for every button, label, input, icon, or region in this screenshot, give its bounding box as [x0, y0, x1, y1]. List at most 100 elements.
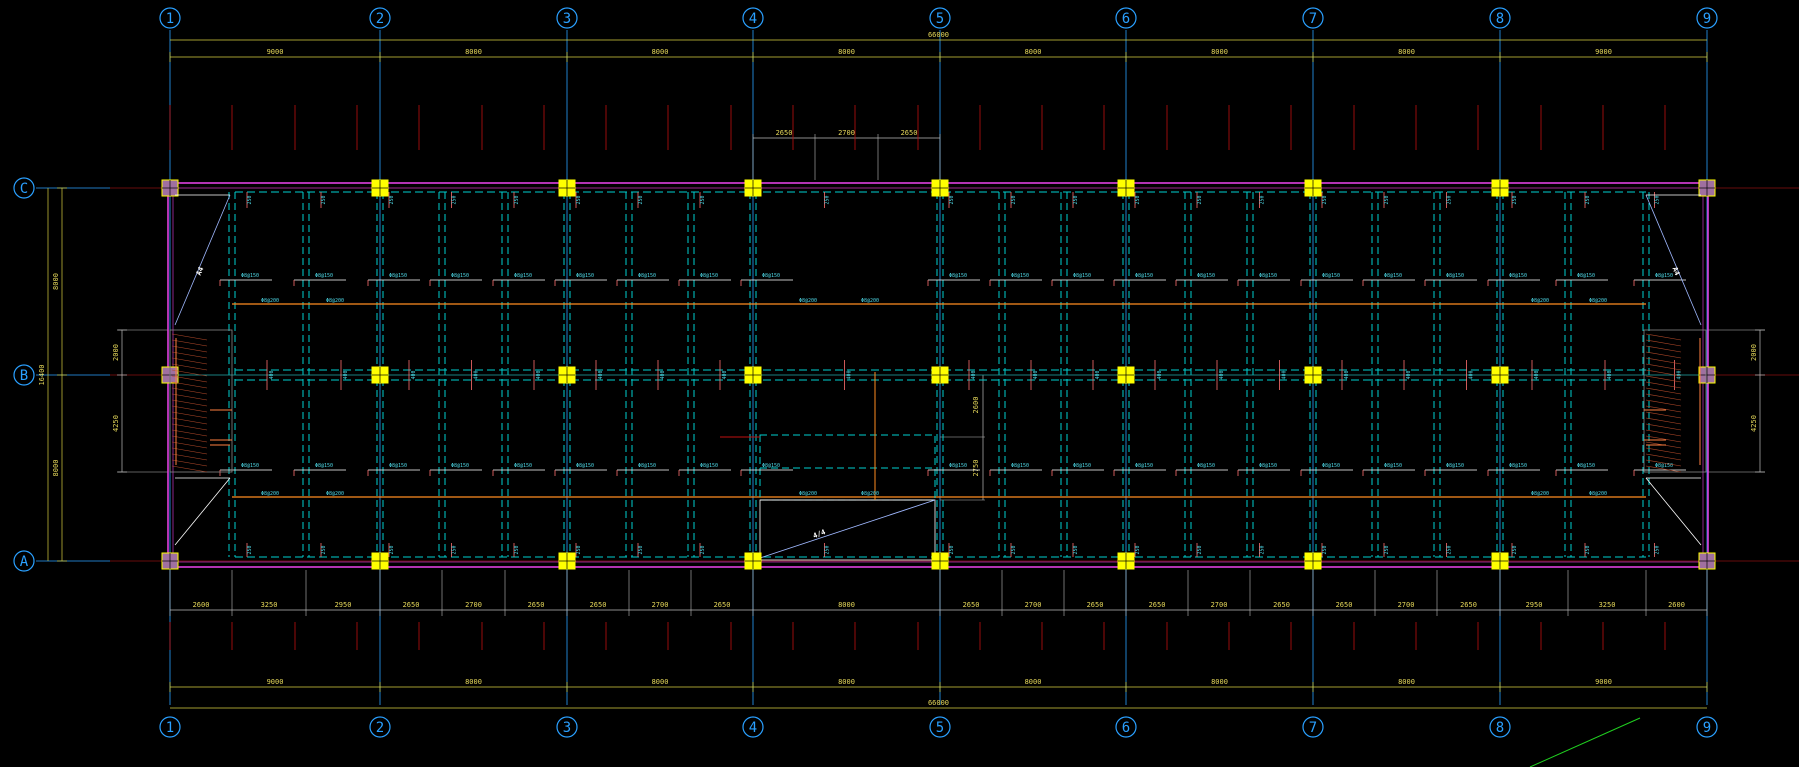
top-detail-label: 2650 [901, 129, 918, 137]
axis-bubble-6-bottom [1115, 716, 1137, 738]
rebar-cross-label: 400 [1282, 370, 1288, 379]
stair-hatch [171, 393, 208, 401]
bottom-detail-label: 2700 [652, 601, 669, 609]
rebar-bottom-tick-label: 250 [576, 545, 582, 554]
rebar-upper-label: Φ8@150 [1135, 273, 1153, 279]
axis-bubble-3-top [556, 7, 578, 29]
rebar-upper-label: Φ8@150 [1197, 273, 1215, 279]
rebar-cross-label: 400 [847, 370, 853, 379]
bottom-dimension-label: 8000 [1025, 678, 1042, 686]
rebar-bottom-tick-label: 250 [1135, 545, 1141, 554]
stair-hatch [171, 351, 208, 359]
bottom-detail-label: 2650 [1460, 601, 1477, 609]
axis-bubble-8-bottom [1489, 716, 1511, 738]
bottom-dimension-label: 8000 [1211, 678, 1228, 686]
bottom-detail-label: 2650 [1087, 601, 1104, 609]
axis-label-7: 7 [1309, 11, 1317, 27]
axis-label-B: B [20, 368, 28, 384]
stair-hatch [171, 453, 208, 461]
rebar-lower-label: Φ8@150 [241, 463, 259, 469]
top-dimension-label: 8000 [1211, 48, 1228, 56]
rebar-bottom-tick-label: 250 [638, 545, 644, 554]
stair-corner-diagonal [1645, 194, 1702, 326]
bottom-detail-label: 2700 [465, 601, 482, 609]
bottom-total-label: 66000 [928, 699, 949, 707]
bottom-detail-label: 2950 [335, 601, 352, 609]
axis-bubble-9-bottom [1696, 716, 1718, 738]
top-dimension-label: 9000 [1595, 48, 1612, 56]
rebar-top-tick-label: 250 [1585, 195, 1591, 204]
axis-bubble-5-top [929, 7, 951, 29]
stair-hatch [1645, 453, 1682, 461]
axis-bubble-1-top [159, 7, 181, 29]
right-dimension-label: 2000 [1750, 344, 1758, 361]
rebar-cross-label: 400 [1157, 370, 1163, 379]
stair-hatch [171, 339, 208, 347]
rebar-bottom-tick-label: 250 [949, 545, 955, 554]
rebar-top-tick-label: 250 [1512, 195, 1518, 204]
bottom-detail-label: 2700 [1398, 601, 1415, 609]
rebar-top-tick-label: 250 [1655, 195, 1661, 204]
rebar-lower-label: Φ8@150 [949, 463, 967, 469]
stair-corner-diagonal [174, 194, 231, 326]
rebar-bottom-tick-label: 250 [825, 545, 831, 554]
stair-hatch [171, 381, 208, 389]
axis-label-5: 5 [936, 720, 944, 736]
corridor-rebar-label: Φ8@200 [261, 298, 279, 304]
stair-hatch [171, 435, 208, 443]
axis-label-2: 2 [376, 720, 384, 736]
top-dimension-label: 8000 [1398, 48, 1415, 56]
rebar-upper-label: Φ8@150 [700, 273, 718, 279]
axis-label-9: 9 [1703, 720, 1711, 736]
rebar-cross-label: 400 [1033, 370, 1039, 379]
stair-hatch [171, 441, 208, 449]
rebar-bottom-tick-label: 250 [1585, 545, 1591, 554]
corridor-rebar-label: Φ8@200 [1531, 298, 1549, 304]
rebar-lower-label: Φ8@150 [389, 463, 407, 469]
bottom-dimension-label: 8000 [1398, 678, 1415, 686]
bottom-detail-label: 2600 [193, 601, 210, 609]
stair-hatch [171, 333, 208, 341]
lower-opening [759, 499, 936, 561]
axis-label-6: 6 [1122, 11, 1130, 27]
rebar-upper-label: Φ8@150 [1655, 273, 1673, 279]
stair-hatch [171, 417, 208, 425]
axis-label-2: 2 [376, 11, 384, 27]
stairwell [169, 329, 233, 473]
rebar-top-tick-label: 250 [1384, 195, 1390, 204]
corridor-rebar-label: Φ8@200 [861, 491, 879, 497]
stair-hatch [1645, 387, 1682, 395]
rebar-bottom-tick-label: 250 [1197, 545, 1203, 554]
corridor-rebar-label: Φ8@200 [1531, 491, 1549, 497]
corridor-rebar-label: Φ8@200 [799, 298, 817, 304]
stair-hatch [171, 411, 208, 419]
left-inner-dimension-label: 4250 [112, 415, 120, 432]
stair-hatch [171, 399, 208, 407]
rebar-upper-label: Φ8@150 [1322, 273, 1340, 279]
rebar-cross-label: 400 [1406, 370, 1412, 379]
rebar-top-tick-label: 250 [1260, 195, 1266, 204]
stair-hatch [1645, 345, 1682, 353]
rebar-bottom-tick-label: 250 [389, 545, 395, 554]
rebar-upper-label: Φ8@150 [638, 273, 656, 279]
stair-corner-lower-diagonal [1645, 477, 1702, 546]
rebar-lower-label: Φ8@150 [1577, 463, 1595, 469]
stair-label: A4 [1671, 266, 1682, 277]
axis-bubble-3-bottom [556, 716, 578, 738]
rebar-upper-label: Φ8@150 [514, 273, 532, 279]
bottom-detail-label: 2650 [528, 601, 545, 609]
rebar-lower-label: Φ8@150 [1197, 463, 1215, 469]
rebar-annotations: 250250Φ8@150Φ8@150400250250Φ8@150Φ8@1504… [219, 192, 1686, 557]
rebar-bottom-tick-label: 250 [1260, 545, 1266, 554]
stair-hatch [1645, 447, 1682, 455]
axis-label-8: 8 [1496, 720, 1504, 736]
columns [161, 179, 1716, 570]
stair-hatch [1645, 405, 1682, 413]
mid-dimension-label: 2600 [972, 397, 980, 414]
stair-hatch [1645, 417, 1682, 425]
axis-label-7: 7 [1309, 720, 1317, 736]
axis-label-C: C [20, 181, 28, 197]
rebar-top-tick-label: 250 [1447, 195, 1453, 204]
